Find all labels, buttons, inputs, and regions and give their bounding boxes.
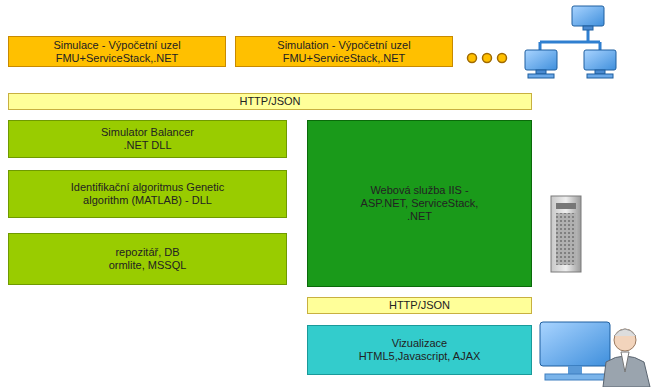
component-box: Identifikační algoritmus Genetic algorit…	[8, 170, 287, 218]
box-label: Simulator Balancer .NET DLL	[93, 126, 203, 152]
user-workstation-icon	[540, 322, 650, 387]
box-label: Vizualizace HTML5,Javascript, AJAX	[345, 337, 495, 363]
box-label: Identifikační algoritmus Genetic algorit…	[48, 181, 248, 207]
component-box: Simulation - Výpočetní uzel FMU+ServiceS…	[235, 36, 453, 67]
ellipsis-dots	[468, 54, 507, 63]
component-box: repozitář, DB ormlite, MSSQL	[8, 233, 287, 285]
network-icon	[525, 6, 616, 78]
protocol-band: HTTP/JSON	[307, 297, 532, 314]
component-box: Simulace - Výpočetní uzel FMU+ServiceSta…	[8, 36, 226, 67]
component-box: Simulator Balancer .NET DLL	[8, 120, 287, 158]
box-label: HTTP/JSON	[239, 95, 300, 108]
box-label: Webová služba IIS - ASP.NET, ServiceStac…	[360, 184, 480, 223]
protocol-band: HTTP/JSON	[8, 93, 532, 110]
box-label: HTTP/JSON	[389, 299, 450, 312]
server-icon	[551, 196, 581, 272]
component-box: Vizualizace HTML5,Javascript, AJAX	[307, 325, 532, 375]
component-box: Webová služba IIS - ASP.NET, ServiceStac…	[307, 120, 532, 287]
box-label: Simulation - Výpočetní uzel FMU+ServiceS…	[264, 39, 424, 65]
box-label: repozitář, DB ormlite, MSSQL	[98, 246, 198, 272]
box-label: Simulace - Výpočetní uzel FMU+ServiceSta…	[37, 39, 197, 65]
